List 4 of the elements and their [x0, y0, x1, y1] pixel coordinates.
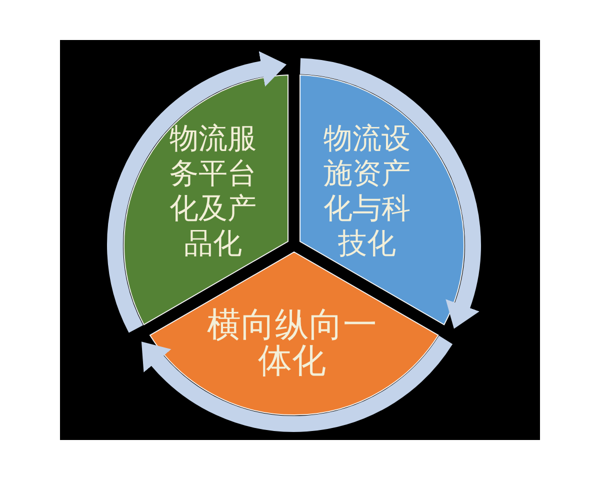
cycle-arrow: [140, 335, 452, 432]
segment-label: 物流设施资产化与科技化: [322, 120, 412, 261]
segment-label: 物流服务平台化及产品化: [168, 120, 258, 261]
segment-label: 横向纵向一体化: [206, 306, 378, 379]
